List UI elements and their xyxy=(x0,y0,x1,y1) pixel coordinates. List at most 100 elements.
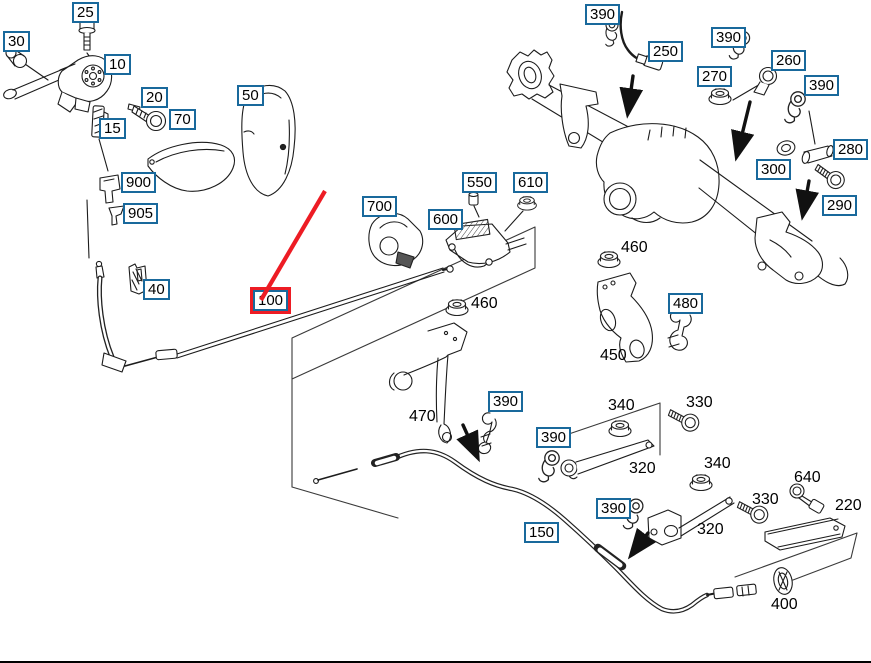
part-label-390-4[interactable]: 390 xyxy=(488,391,524,412)
part-number-text: 390 xyxy=(716,29,742,46)
part-label-40[interactable]: 40 xyxy=(143,279,170,300)
part-number-text: 100 xyxy=(258,292,284,309)
pin-280-icon xyxy=(801,145,834,164)
part-number-text: 25 xyxy=(77,4,94,21)
part-label-290[interactable]: 290 xyxy=(822,195,858,216)
part-number-text: 290 xyxy=(827,197,853,214)
part-number-text: 390 xyxy=(493,393,519,410)
part-label-260[interactable]: 260 xyxy=(771,50,807,71)
part-label-330: 330 xyxy=(686,394,713,412)
part-label-280[interactable]: 280 xyxy=(833,139,869,160)
bracket-470-drawing xyxy=(388,322,468,444)
part-label-550[interactable]: 550 xyxy=(462,172,498,193)
part-label-390-6[interactable]: 390 xyxy=(596,498,632,519)
bracket-260-icon xyxy=(753,66,778,96)
part-label-15[interactable]: 15 xyxy=(99,118,126,139)
part-label-50[interactable]: 50 xyxy=(237,85,264,106)
part-number-text: 400 xyxy=(771,596,798,613)
part-number-text: 20 xyxy=(146,89,163,106)
part-number-text: 150 xyxy=(529,524,555,541)
strut-320a-drawing xyxy=(560,439,655,477)
part-number-text: 340 xyxy=(608,397,635,414)
bolt-70-icon xyxy=(131,105,167,132)
clip-900-icon xyxy=(99,174,121,204)
clamp-220-drawing xyxy=(764,517,846,551)
part-label-390-2[interactable]: 390 xyxy=(711,27,747,48)
pin-550-icon xyxy=(468,191,479,206)
part-label-460-2: 460 xyxy=(621,239,648,257)
part-label-640: 640 xyxy=(794,469,821,487)
part-label-25[interactable]: 25 xyxy=(72,2,99,23)
part-number-text: 640 xyxy=(794,469,821,486)
clip-480-icon xyxy=(667,310,692,351)
bracket-450-drawing xyxy=(596,272,653,363)
part-label-100-highlighted[interactable]: 100 xyxy=(249,287,292,314)
part-label-340: 340 xyxy=(608,397,635,415)
part-label-220: 220 xyxy=(835,497,862,515)
part-label-390[interactable]: 390 xyxy=(585,4,621,25)
cable-100-drawing xyxy=(176,265,454,359)
part-number-text: 270 xyxy=(702,68,728,85)
part-600-drawing xyxy=(445,218,527,268)
part-label-20[interactable]: 20 xyxy=(141,87,168,108)
part-label-400: 400 xyxy=(771,596,798,614)
part-number-text: 900 xyxy=(126,174,152,191)
part-number-text: 340 xyxy=(704,455,731,472)
part-number-text: 10 xyxy=(109,56,126,73)
part-label-600[interactable]: 600 xyxy=(428,209,464,230)
part-number-text: 70 xyxy=(174,111,191,128)
part-number-text: 40 xyxy=(148,281,165,298)
part-label-10[interactable]: 10 xyxy=(104,54,131,75)
part-number-text: 330 xyxy=(686,394,713,411)
part-number-text: 30 xyxy=(8,33,25,50)
part-number-text: 300 xyxy=(761,161,787,178)
part-number-text: 700 xyxy=(367,198,393,215)
part-number-text: 390 xyxy=(601,500,627,517)
part-number-text: 610 xyxy=(518,174,544,191)
part-label-610[interactable]: 610 xyxy=(513,172,549,193)
part-label-390-3[interactable]: 390 xyxy=(804,75,840,96)
cable-150-drawing xyxy=(313,448,757,614)
strut-320b-drawing xyxy=(647,496,735,546)
part-label-320-2: 320 xyxy=(697,521,724,539)
part-label-905[interactable]: 905 xyxy=(123,203,159,224)
pointer-arrows xyxy=(456,74,819,560)
brake-lever-drawing xyxy=(3,55,113,113)
part-label-70[interactable]: 70 xyxy=(169,109,196,130)
part-label-150[interactable]: 150 xyxy=(524,522,560,543)
part-number-text: 320 xyxy=(629,460,656,477)
axle-housing-drawing xyxy=(506,49,849,287)
part-number-text: 470 xyxy=(409,408,436,425)
part-label-30[interactable]: 30 xyxy=(3,31,30,52)
part-label-270[interactable]: 270 xyxy=(697,66,733,87)
front-cable-drawing xyxy=(95,260,178,373)
part-label-460: 460 xyxy=(471,295,498,313)
part-number-text: 220 xyxy=(835,497,862,514)
part-label-470: 470 xyxy=(409,408,436,426)
spacer-640-icon xyxy=(789,483,825,514)
part-number-text: 280 xyxy=(838,141,864,158)
part-label-700[interactable]: 700 xyxy=(362,196,398,217)
part-label-900[interactable]: 900 xyxy=(121,172,157,193)
part-label-480[interactable]: 480 xyxy=(668,293,704,314)
part-label-450: 450 xyxy=(600,347,627,365)
part-label-250[interactable]: 250 xyxy=(648,41,684,62)
part-number-text: 460 xyxy=(621,239,648,256)
part-label-330-2: 330 xyxy=(752,491,779,509)
part-label-390-5[interactable]: 390 xyxy=(536,427,572,448)
part-number-text: 460 xyxy=(471,295,498,312)
part-number-text: 390 xyxy=(809,77,835,94)
part-label-320: 320 xyxy=(629,460,656,478)
part-number-text: 15 xyxy=(104,120,121,137)
part-number-text: 600 xyxy=(433,211,459,228)
grommet-400-icon xyxy=(773,567,793,595)
part-number-text: 390 xyxy=(541,429,567,446)
clip-40-icon xyxy=(128,263,148,295)
part-number-text: 480 xyxy=(673,295,699,312)
part-number-text: 550 xyxy=(467,174,493,191)
part-number-text: 260 xyxy=(776,52,802,69)
part-label-300[interactable]: 300 xyxy=(756,159,792,180)
part-label-340-2: 340 xyxy=(704,455,731,473)
